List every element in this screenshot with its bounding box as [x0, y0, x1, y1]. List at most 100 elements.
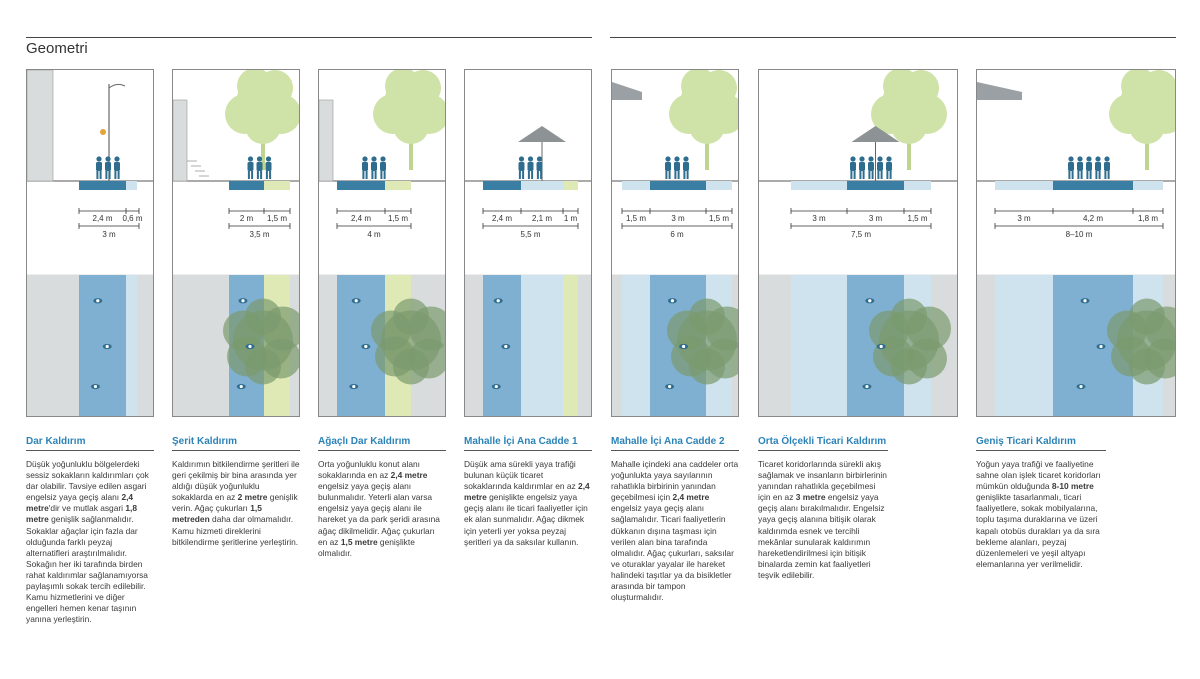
pedestrian-head [536, 156, 543, 162]
sidewalk-zone [337, 181, 385, 190]
pedestrian-leg [674, 171, 677, 179]
pedestrian-body [371, 162, 377, 171]
sidewalk-zone [650, 181, 706, 190]
pedestrian-body [256, 162, 263, 171]
pedestrian-head [114, 156, 120, 162]
pedestrian-leg [1080, 171, 1083, 179]
sidewalk-zone [126, 181, 137, 190]
total-width-label: 4 m [367, 230, 381, 239]
pedestrian-leg [1071, 171, 1074, 179]
column-body: Kaldırımın bitkilendirme şeritleri ile g… [172, 459, 300, 547]
awning [612, 82, 642, 100]
pedestrian-leg [117, 171, 120, 179]
plan-pedestrian-head [1099, 344, 1103, 349]
pedestrian-head [868, 156, 874, 162]
total-width-label: 5,5 m [520, 230, 541, 239]
section-drawing-agacli [319, 70, 445, 416]
section-tree-foliage [405, 70, 441, 106]
pedestrian-leg [686, 171, 689, 179]
pedestrian-leg [247, 171, 250, 179]
pedestrian-leg [668, 171, 671, 179]
dimension-label: 1,5 m [708, 214, 730, 223]
column-heading: Orta Ölçekli Ticari Kaldırım [758, 436, 888, 451]
plan-building [759, 275, 791, 416]
plan-zone [791, 275, 847, 416]
pedestrian-head [1104, 156, 1110, 162]
column-body: Ticaret koridorlarında sürekli akış sağl… [758, 459, 887, 580]
section-tree-foliage [701, 70, 737, 106]
umbrella [518, 126, 566, 142]
pedestrian-body [850, 162, 856, 171]
awning [977, 82, 1022, 100]
pedestrian-head [850, 156, 856, 162]
total-width-label: 8–10 m [1065, 230, 1093, 239]
plan-building [465, 275, 483, 416]
dimension-label: 4,2 m [1082, 214, 1104, 223]
section-drawing-orta [759, 70, 957, 416]
pedestrian-body [518, 162, 525, 171]
pedestrian-leg [108, 171, 111, 179]
pedestrian-body [105, 162, 111, 171]
pedestrian-leg [380, 171, 383, 179]
pedestrian-head [859, 156, 865, 162]
pedestrian-head [265, 156, 272, 162]
building-wall [27, 70, 54, 182]
pedestrian-body [1077, 162, 1083, 171]
pedestrian-leg [536, 171, 539, 179]
plan-pedestrian-head [1079, 384, 1083, 389]
sidewalk-zone [521, 181, 563, 190]
pedestrian-leg [383, 171, 386, 179]
pedestrian-head [96, 156, 102, 162]
sidewalk-zone [1053, 181, 1133, 190]
pedestrian-leg [362, 171, 365, 179]
sidewalk-zone [847, 181, 904, 190]
dimension-label: 0,6 m [122, 214, 143, 223]
pedestrian-head [1077, 156, 1083, 162]
pedestrian-head [683, 156, 689, 162]
plan-pedestrian-head [868, 299, 872, 303]
section-tree-foliage [257, 70, 293, 106]
plan-pedestrian-head [668, 384, 672, 389]
plan-tree-canopy [1129, 348, 1165, 385]
sidewalk-zone [264, 181, 290, 190]
plan-pedestrian-head [96, 299, 100, 303]
section-tree-foliage [245, 108, 281, 144]
plan-tree-canopy [393, 298, 429, 335]
dimension-label: 3 m [1017, 214, 1031, 223]
plan-pedestrian-head [682, 344, 686, 349]
pedestrian-leg [518, 171, 521, 179]
pedestrian-body [859, 162, 865, 171]
dimension-label: 1,5 m [625, 214, 647, 223]
pedestrian-leg [527, 171, 530, 179]
total-width-label: 3,5 m [249, 230, 270, 239]
pedestrian-leg [260, 171, 263, 179]
pedestrian-leg [1068, 171, 1071, 179]
pedestrian-head [256, 156, 263, 162]
total-width-label: 3 m [102, 230, 116, 239]
pedestrian-leg [665, 171, 668, 179]
dimension-label: 2,4 m [491, 214, 513, 223]
section-tree-foliage [891, 108, 927, 144]
section-tree-foliage [393, 108, 429, 144]
pedestrian-head [371, 156, 377, 162]
dimension-label: 1,8 m [1137, 214, 1159, 223]
pedestrian-head [518, 156, 525, 162]
pedestrian-head [105, 156, 111, 162]
sidewalk-zone [229, 181, 264, 190]
pedestrian-head [247, 156, 254, 162]
pedestrian-leg [371, 171, 374, 179]
section-title: Geometri [26, 40, 88, 57]
pedestrian-leg [677, 171, 680, 179]
building-wall [319, 99, 334, 182]
sidewalk-zone [622, 181, 650, 190]
dimension-label: 2 m [239, 214, 254, 223]
pedestrian-leg [886, 171, 889, 179]
